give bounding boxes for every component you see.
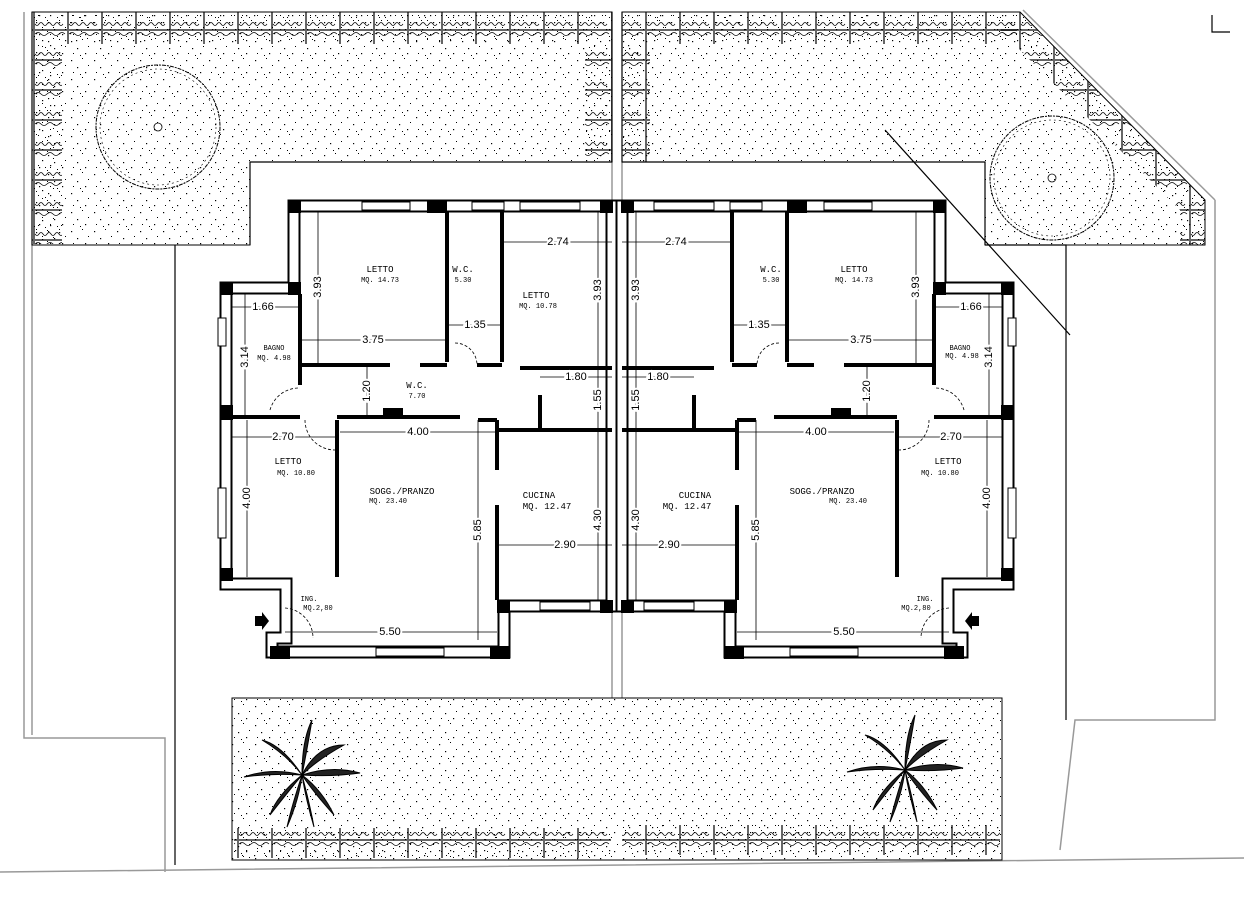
- labels-right: LETTO MQ. 14.73 W.C. 5.30 BAGNO MQ. 4.98…: [663, 265, 979, 613]
- room-area: MQ. 12.47: [523, 502, 572, 512]
- room-name: SOGG./PRANZO: [790, 487, 855, 497]
- room-name: CUCINA: [523, 491, 556, 501]
- dimension: 1.66: [252, 301, 273, 313]
- room-name: LETTO: [366, 265, 393, 275]
- room-area: 7.70: [409, 393, 426, 401]
- dimension: 4.30: [592, 509, 604, 530]
- dimension: 2.74: [665, 236, 686, 248]
- room-area: MQ.2,80: [303, 605, 332, 613]
- dimension: 1.80: [565, 371, 586, 383]
- dimension: 2.74: [547, 236, 568, 248]
- garden-top-left: [31, 11, 613, 246]
- room-area: MQ. 23.40: [829, 498, 867, 506]
- dimension: 4.00: [981, 487, 993, 508]
- room-area: 5.30: [763, 277, 780, 285]
- dimension: 3.93: [312, 276, 324, 297]
- dimension: 3.93: [910, 276, 922, 297]
- dimension: 1.55: [592, 389, 604, 410]
- room-area: MQ.2,80: [901, 605, 930, 613]
- garden-bottom: [231, 697, 1003, 861]
- dimension: 3.93: [630, 279, 642, 300]
- dimension: 1.66: [960, 301, 981, 313]
- labels-left: LETTO MQ. 14.73 W.C. 5.30 LETTO MQ. 10.7…: [257, 265, 571, 613]
- room-area: MQ. 10.80: [277, 470, 315, 478]
- room-area: MQ. 10.78: [519, 303, 557, 311]
- dimension: 1.35: [464, 319, 485, 331]
- dimensions-right: 3.93 3.75 1.35 2.74 3.93 1.66 3.14 1.20 …: [628, 234, 997, 640]
- dimension: 3.75: [850, 334, 871, 346]
- room-name: LETTO: [840, 265, 867, 275]
- dimension: 1.55: [630, 389, 642, 410]
- room-name: LETTO: [522, 291, 549, 301]
- dimension: 4.30: [630, 509, 642, 530]
- dimension: 2.90: [554, 539, 575, 551]
- dimensions-left: 3.93 3.75 1.35 2.74 3.93 1.66 3.14 1.20 …: [237, 234, 606, 640]
- room-area: 5.30: [455, 277, 472, 285]
- dimension: 2.70: [940, 431, 961, 443]
- hedge-icon: [32, 12, 612, 44]
- room-name: LETTO: [934, 457, 961, 467]
- garden-top-right: [621, 11, 1206, 246]
- room-area: MQ. 12.47: [663, 502, 712, 512]
- dimension: 1.35: [748, 319, 769, 331]
- dimension: 1.20: [361, 380, 373, 401]
- dimension: 5.85: [472, 519, 484, 540]
- room-name: BAGNO: [949, 345, 970, 353]
- dimension: 3.75: [362, 334, 383, 346]
- dimension: 2.70: [272, 431, 293, 443]
- dimension: 2.90: [658, 539, 679, 551]
- room-name: ING.: [917, 596, 934, 604]
- dimension: 3.14: [983, 346, 995, 367]
- room-name: W.C.: [760, 265, 782, 275]
- dimension: 3.93: [592, 279, 604, 300]
- room-area: MQ. 4.98: [257, 355, 291, 363]
- dimension: 5.50: [379, 626, 400, 638]
- room-name: W.C.: [406, 381, 428, 391]
- room-area: MQ. 14.73: [361, 277, 399, 285]
- room-name: SOGG./PRANZO: [370, 487, 435, 497]
- dimension: 1.80: [647, 371, 668, 383]
- room-name: W.C.: [452, 265, 474, 275]
- entry-arrow-icon: [255, 612, 269, 630]
- dimension: 4.00: [407, 426, 428, 438]
- room-area: MQ. 14.73: [835, 277, 873, 285]
- dimension: 5.85: [750, 519, 762, 540]
- dimension: 4.00: [805, 426, 826, 438]
- room-name: BAGNO: [263, 345, 284, 353]
- room-area: MQ. 23.40: [369, 498, 407, 506]
- room-name: CUCINA: [679, 491, 712, 501]
- dimension: 4.00: [241, 487, 253, 508]
- dimension: 1.20: [861, 380, 873, 401]
- dimension: 3.14: [239, 346, 251, 367]
- dimension: 5.50: [833, 626, 854, 638]
- room-name: ING.: [301, 596, 318, 604]
- entry-arrow-icon: [965, 612, 979, 630]
- room-area: MQ. 4.98: [945, 353, 979, 361]
- room-name: LETTO: [274, 457, 301, 467]
- room-area: MQ. 10.80: [921, 470, 959, 478]
